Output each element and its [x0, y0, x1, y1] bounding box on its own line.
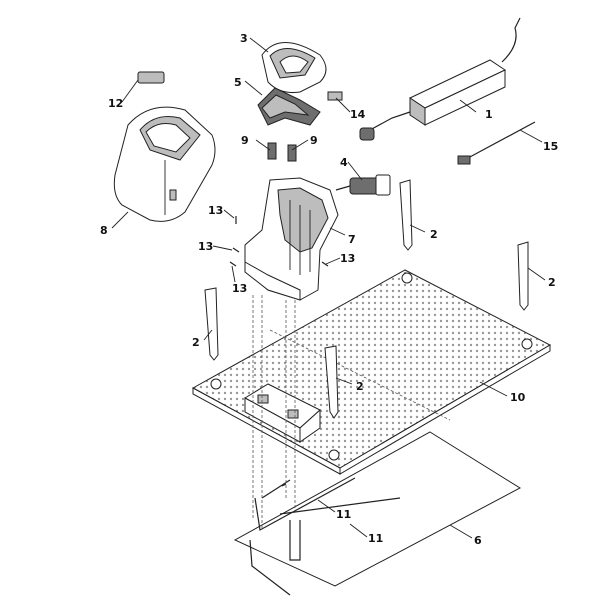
base-plate-part — [191, 269, 552, 475]
callout-6: 6 — [474, 534, 482, 547]
screw-parts — [229, 216, 329, 267]
callout-10: 10 — [510, 391, 526, 404]
callout-labels: 3 5 12 14 9 9 1 15 4 8 13 7 2 13 13 13 2… — [100, 32, 558, 547]
callout-13-top: 13 — [208, 204, 223, 217]
callout-13-right: 13 — [340, 252, 355, 265]
callout-2-left: 2 — [192, 336, 200, 349]
cap-bracket-part — [257, 87, 321, 126]
badge-plate-part — [137, 71, 165, 84]
callout-11-bottom: 11 — [368, 532, 383, 545]
cable-part — [457, 121, 536, 165]
small-clip-part — [327, 91, 343, 101]
callout-13-bottom: 13 — [232, 282, 247, 295]
power-supply-part — [359, 17, 521, 141]
callout-13-left: 13 — [198, 240, 213, 253]
callout-11-top: 11 — [336, 508, 351, 521]
spring-parts — [267, 142, 297, 162]
callout-4: 4 — [340, 156, 348, 169]
callout-9-left: 9 — [241, 134, 249, 147]
callout-7: 7 — [348, 233, 356, 246]
callout-12: 12 — [108, 97, 123, 110]
callout-2-top: 2 — [430, 228, 438, 241]
callout-5: 5 — [234, 76, 242, 89]
callout-9-right: 9 — [310, 134, 318, 147]
ground-sheet-part — [233, 431, 522, 587]
callout-2-center: 2 — [356, 380, 364, 393]
callout-1: 1 — [485, 108, 493, 121]
callout-15: 15 — [543, 140, 558, 153]
charging-station-frame-part — [244, 177, 339, 301]
top-cap-part — [261, 42, 327, 93]
ground-peg-parts — [204, 179, 529, 419]
callout-8: 8 — [100, 224, 108, 237]
callout-14: 14 — [350, 108, 366, 121]
housing-cover-part — [113, 106, 216, 222]
power-connector-part — [335, 174, 391, 196]
assembly-guide-lines — [252, 295, 296, 530]
callout-leaders — [111, 37, 546, 539]
callout-3: 3 — [240, 32, 248, 45]
guide-wire-part — [249, 477, 401, 596]
callout-2-right: 2 — [548, 276, 556, 289]
